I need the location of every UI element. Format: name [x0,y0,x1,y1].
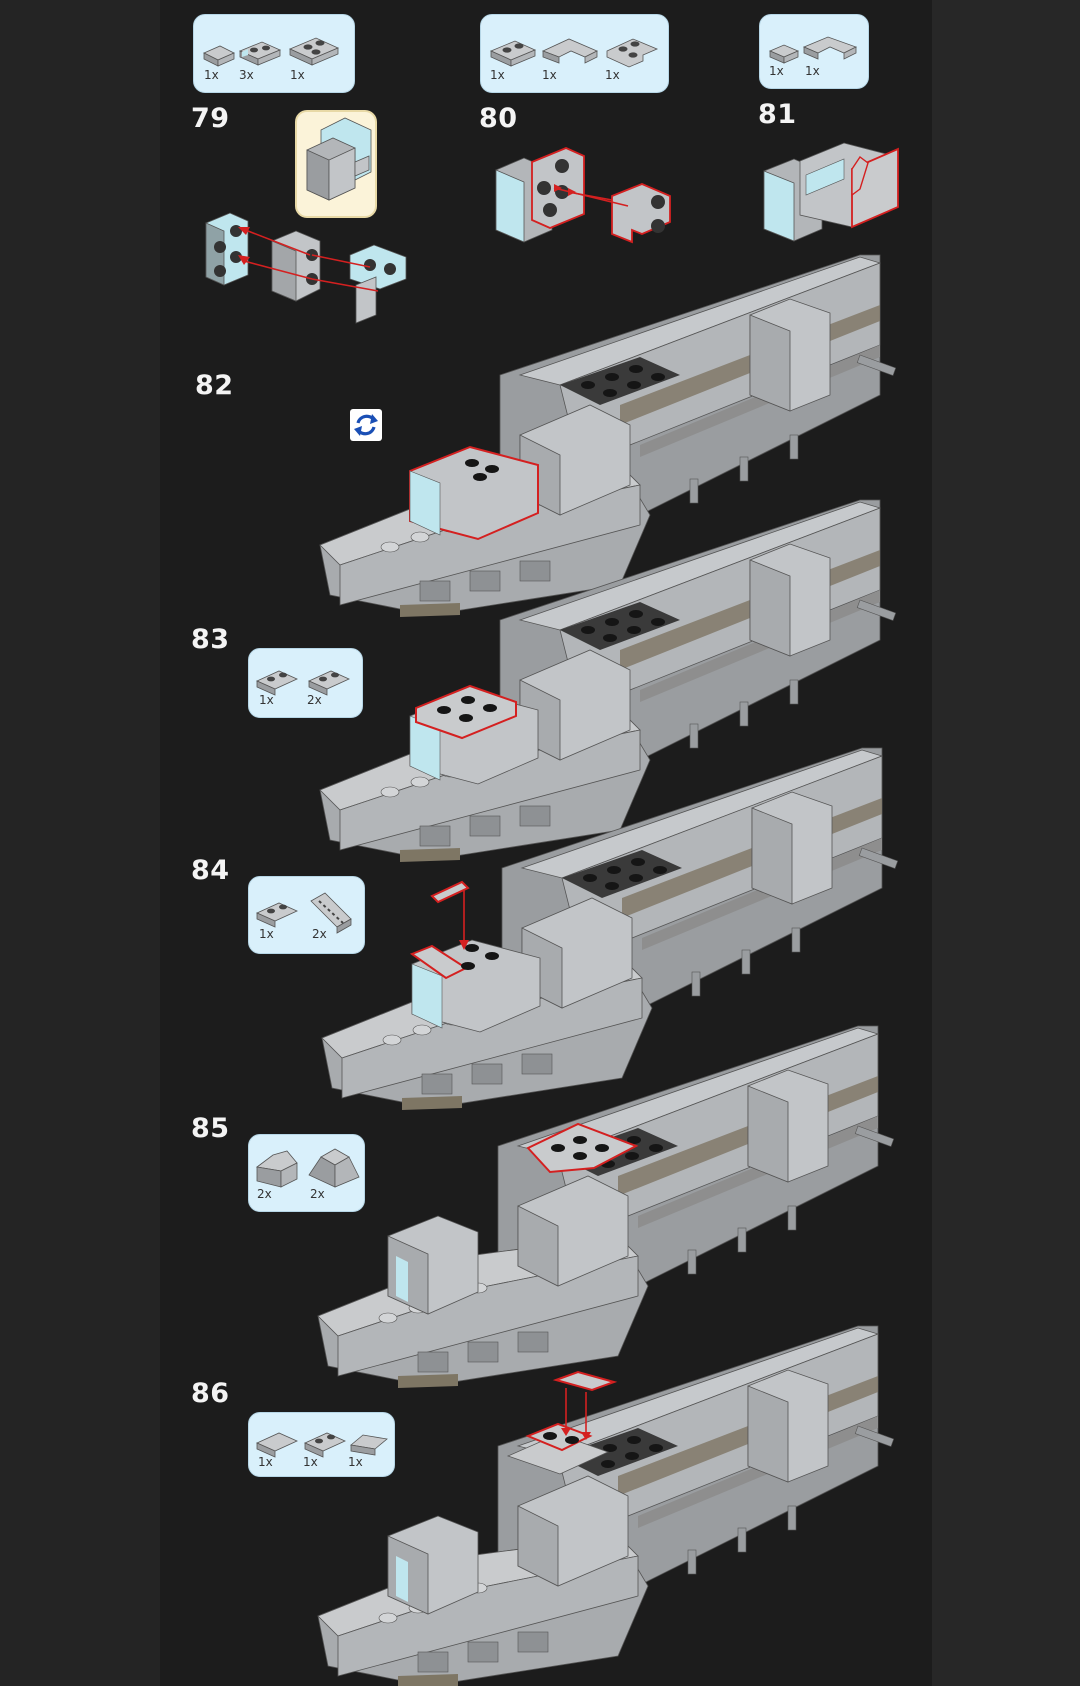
parts-86-bricks [256,1432,388,1458]
part-qty: 3x [239,68,254,82]
step-83-model [319,499,897,863]
step-number-82: 82 [195,370,234,401]
step-81-assembly [763,142,899,242]
callout-79-assembly [306,117,372,201]
parts-box-79: 1x 3x 1x [193,14,355,93]
callout-box-79 [295,110,377,218]
part-qty: 1x [605,68,620,82]
parts-box-83: 1x 2x [248,648,363,718]
part-qty: 1x [259,693,274,707]
part-qty: 1x [542,68,557,82]
step-number-81: 81 [758,99,797,130]
part-qty: 2x [310,1187,325,1201]
step-number-86: 86 [191,1378,230,1409]
parts-box-85: 2x 2x [248,1134,365,1212]
part-qty: 1x [204,68,219,82]
right-margin [932,0,1080,1686]
part-qty: 2x [257,1187,272,1201]
rotate-model-icon [350,409,382,441]
step-number-83: 83 [191,624,230,655]
parts-83-bricks [256,670,350,696]
step-82-model [319,254,897,618]
parts-80-bricks [489,38,659,68]
rotate-arrows [354,414,378,436]
step-84-model [321,747,899,1111]
part-qty: 1x [805,64,820,78]
step-85-model [317,1025,895,1389]
part-qty: 1x [259,927,274,941]
parts-84-bricks [256,892,352,934]
part-qty: 2x [307,693,322,707]
parts-box-84: 1x 2x [248,876,365,954]
step-79-assembly [205,212,407,324]
step-number-84: 84 [191,855,230,886]
step-86-model [317,1325,895,1686]
left-margin [0,0,160,1686]
part-qty: 2x [312,927,327,941]
step-number-79: 79 [191,103,230,134]
part-qty: 1x [303,1455,318,1469]
step-number-85: 85 [191,1113,230,1144]
parts-79-bricks [203,37,339,67]
part-qty: 1x [258,1455,273,1469]
parts-81-bricks [768,36,858,64]
step-80-assembly [495,147,671,244]
part-qty: 1x [490,68,505,82]
part-qty: 1x [290,68,305,82]
parts-box-81: 1x 1x [759,14,869,89]
step-number-80: 80 [479,103,518,134]
part-qty: 1x [769,64,784,78]
parts-85-bricks [256,1148,360,1188]
part-qty: 1x [348,1455,363,1469]
parts-box-80: 1x 1x 1x [480,14,669,93]
parts-box-86: 1x 1x 1x [248,1412,395,1477]
